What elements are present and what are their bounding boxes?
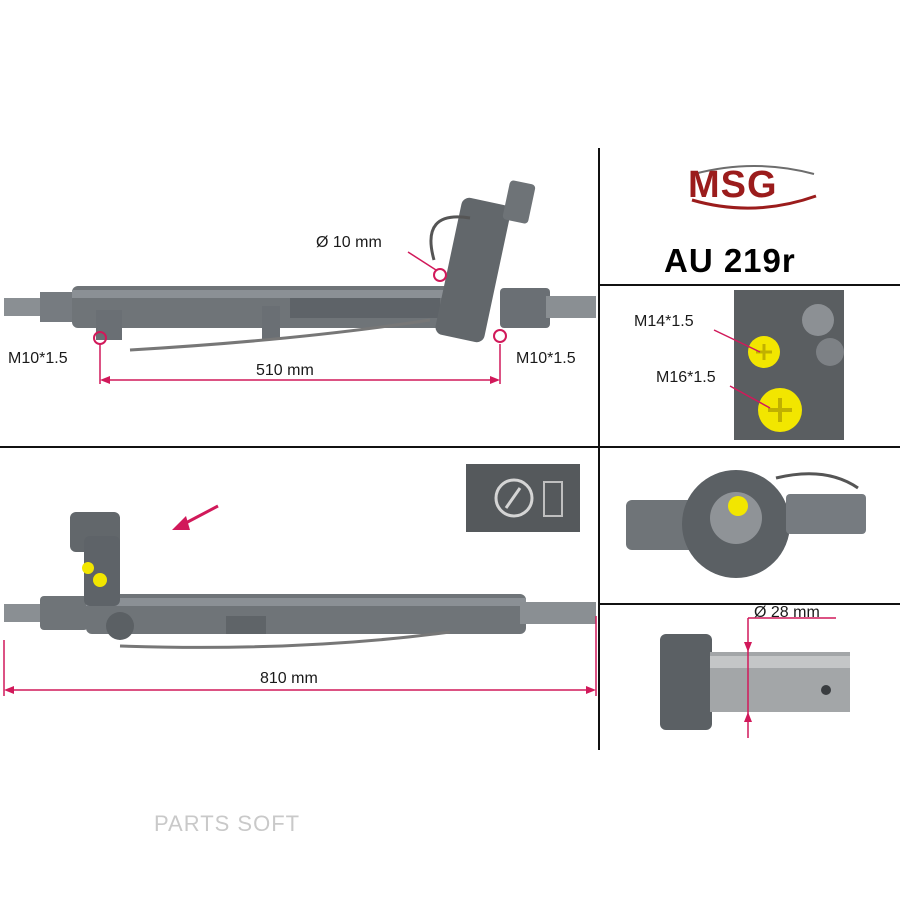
horizontal-divider-right-top	[598, 284, 900, 286]
m16-leader	[729, 385, 771, 409]
length-510-label: 510 mm	[256, 362, 314, 379]
hose-b	[119, 630, 451, 649]
rack-boot-left-b	[40, 596, 88, 630]
fitting-lower	[816, 338, 844, 366]
rack-end-left-b	[4, 604, 44, 622]
m16-label: M16*1.5	[656, 369, 716, 386]
dim-810-arrow-left	[4, 686, 14, 694]
m14-leader	[713, 329, 761, 353]
m14-label: M14*1.5	[634, 313, 694, 330]
shaft-highlight	[710, 656, 850, 668]
msg-logo-swoosh	[691, 165, 817, 210]
rack-highlight-b	[86, 598, 526, 606]
dim-28-arrow-bottom	[744, 712, 752, 722]
ports-leaders	[713, 329, 771, 409]
stamp-mark-circle	[494, 478, 534, 518]
horizontal-divider-middle	[0, 446, 900, 448]
rack-end-right-b	[520, 602, 596, 624]
mount-middle	[262, 306, 280, 340]
dim-810-arrow-right	[586, 686, 596, 694]
dim-510-arrow-left	[100, 376, 110, 384]
valve-cap	[502, 180, 536, 224]
shaft-hole	[821, 685, 831, 695]
stamp-detail-photo	[466, 464, 580, 532]
valve-end-face	[710, 492, 762, 544]
valve-end-tube	[626, 500, 696, 550]
stamp-mark-box	[543, 481, 563, 517]
vertical-divider	[598, 148, 600, 750]
steering-rack-top-view	[4, 180, 596, 384]
rack-boot-right	[500, 288, 550, 328]
left-port-label: M10*1.5	[8, 350, 68, 367]
hose-diameter-label: Ø 10 mm	[316, 234, 382, 251]
pointer-arrow-head	[172, 516, 190, 530]
dim-28-arrow-top	[744, 642, 752, 652]
shaft-detail-photo	[660, 617, 850, 738]
plug-small-b	[82, 562, 94, 574]
rack-channel	[290, 298, 440, 318]
hose-diameter-leader	[407, 251, 437, 271]
hose-port-marker	[433, 268, 447, 282]
steering-rack-bottom-view	[3, 504, 597, 696]
valve-end-yellow	[728, 496, 748, 516]
pinion-b	[106, 612, 134, 640]
shaft-diameter-label: Ø 28 mm	[754, 604, 820, 621]
rack-end-right	[546, 296, 596, 318]
rack-end-left	[4, 298, 46, 316]
valve-end-side	[786, 494, 866, 534]
part-code: AU 219r	[664, 242, 796, 279]
shaft-collar	[660, 634, 712, 730]
watermark: PARTS SOFT	[154, 811, 301, 836]
horizontal-divider-right-bottom	[598, 603, 900, 605]
ports-detail-photo	[734, 290, 844, 440]
right-port-label: M10*1.5	[516, 350, 576, 367]
rack-highlight	[72, 290, 452, 298]
clamp-b	[226, 616, 266, 634]
hose-upper	[429, 215, 471, 261]
valve-end-detail-photo	[626, 470, 866, 578]
valve-body	[435, 197, 511, 343]
dim-510-arrow-right	[490, 376, 500, 384]
mount-left	[96, 310, 122, 340]
plug-big-b	[93, 573, 107, 587]
rack-boot-left	[40, 292, 76, 322]
hose-lower	[129, 318, 431, 352]
valve-neck-b	[84, 536, 120, 606]
right-port-marker	[493, 329, 507, 343]
valve-end-hose	[775, 472, 859, 490]
msg-logo: MSG	[684, 160, 824, 216]
fitting-upper	[802, 304, 834, 336]
length-810-label: 810 mm	[260, 670, 318, 687]
msg-logo-text: MSG	[688, 164, 778, 206]
